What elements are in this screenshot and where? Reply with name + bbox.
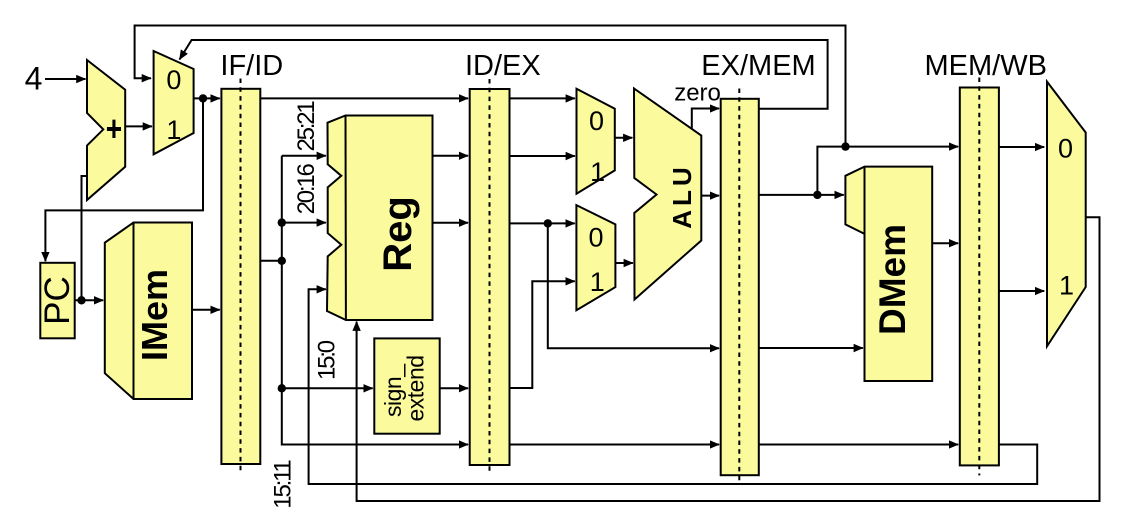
svg-text:1: 1 xyxy=(166,115,181,145)
svg-text:PC: PC xyxy=(38,276,77,325)
svg-text:extend: extend xyxy=(403,355,429,421)
svg-text:0: 0 xyxy=(166,65,181,95)
svg-text:zero: zero xyxy=(674,80,721,107)
svg-text:1: 1 xyxy=(1059,271,1074,301)
svg-text:20:16: 20:16 xyxy=(293,163,320,214)
svg-text:MEM/WB: MEM/WB xyxy=(925,50,1047,82)
svg-text:Reg: Reg xyxy=(376,196,420,272)
svg-text:ID/EX: ID/EX xyxy=(465,50,541,82)
svg-text:0: 0 xyxy=(1058,133,1073,163)
svg-text:15:0: 15:0 xyxy=(314,340,341,380)
svg-text:DMem: DMem xyxy=(872,224,913,335)
svg-text:IMem: IMem xyxy=(134,269,175,361)
svg-text:4: 4 xyxy=(25,61,43,97)
svg-text:0: 0 xyxy=(588,223,603,253)
svg-text:15:11: 15:11 xyxy=(269,460,296,509)
svg-text:sign_: sign_ xyxy=(380,363,406,417)
svg-text:1: 1 xyxy=(590,267,605,297)
svg-text:ALU: ALU xyxy=(667,163,697,228)
svg-text:25:21: 25:21 xyxy=(293,101,320,152)
svg-text:1: 1 xyxy=(590,157,605,187)
svg-text:IF/ID: IF/ID xyxy=(220,50,283,82)
svg-text:EX/MEM: EX/MEM xyxy=(701,50,815,82)
svg-text:0: 0 xyxy=(589,106,604,136)
svg-text:+: + xyxy=(106,109,122,149)
